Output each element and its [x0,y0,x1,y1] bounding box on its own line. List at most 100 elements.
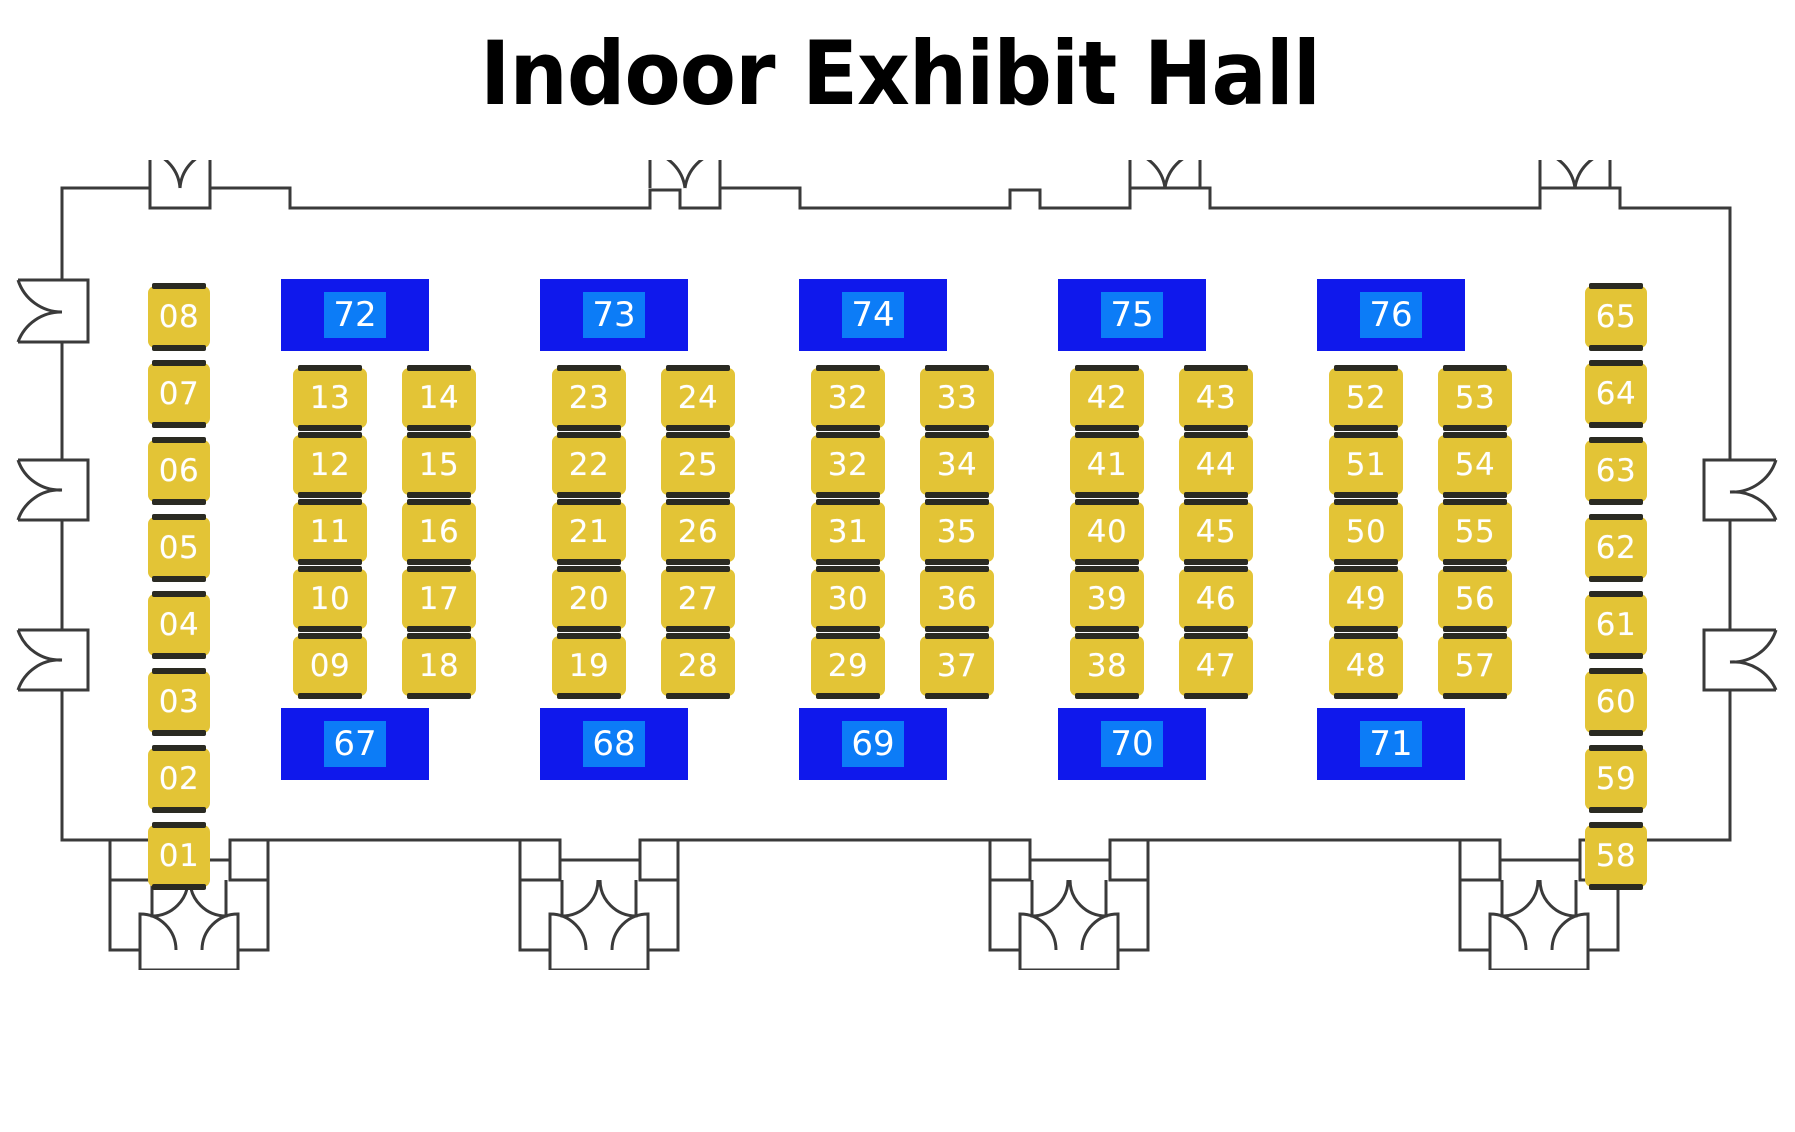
booth-number: 24 [677,379,719,416]
booth-23-g2-l0[interactable]: 23 [552,365,626,431]
booth-28-g2-r4[interactable]: 28 [661,633,735,699]
sponsor-booth-74[interactable]: 74 [799,279,947,351]
booth-13-g1-l0[interactable]: 13 [293,365,367,431]
booth-41-g4-l1[interactable]: 41 [1070,432,1144,498]
booth-58[interactable]: 58 [1585,822,1647,890]
booth-26-g2-r2[interactable]: 26 [661,499,735,565]
booth-number: 11 [309,513,351,550]
booth-14-g1-r0[interactable]: 14 [402,365,476,431]
booth-08[interactable]: 08 [148,283,210,351]
booth-29-g3-l4[interactable]: 29 [811,633,885,699]
booth-33-g3-r0[interactable]: 33 [920,365,994,431]
sponsor-booth-71[interactable]: 71 [1317,708,1465,780]
booth-53-g5-r0[interactable]: 53 [1438,365,1512,431]
booth-number: 31 [827,513,869,550]
booth-52-g5-l0[interactable]: 52 [1329,365,1403,431]
sponsor-booth-76[interactable]: 76 [1317,279,1465,351]
booth-65[interactable]: 65 [1585,283,1647,351]
booth-25-g2-r1[interactable]: 25 [661,432,735,498]
booth-number: 07 [158,375,200,412]
booth-number: 63 [1595,452,1637,489]
sponsor-number-chip: 72 [324,292,386,338]
booth-02[interactable]: 02 [148,745,210,813]
booth-24-g2-r0[interactable]: 24 [661,365,735,431]
booth-57-g5-r4[interactable]: 57 [1438,633,1512,699]
booth-38-g4-l4[interactable]: 38 [1070,633,1144,699]
sponsor-booth-67[interactable]: 67 [281,708,429,780]
booth-50-g5-l2[interactable]: 50 [1329,499,1403,565]
booth-01[interactable]: 01 [148,822,210,890]
booth-40-g4-l2[interactable]: 40 [1070,499,1144,565]
sponsor-number: 73 [592,295,636,335]
booth-59[interactable]: 59 [1585,745,1647,813]
hall-perimeter-wall [60,186,1732,862]
booth-54-g5-r1[interactable]: 54 [1438,432,1512,498]
booth-number: 38 [1086,647,1128,684]
booth-35-g3-r2[interactable]: 35 [920,499,994,565]
sponsor-booth-68[interactable]: 68 [540,708,688,780]
booth-64[interactable]: 64 [1585,360,1647,428]
booth-15-g1-r1[interactable]: 15 [402,432,476,498]
booth-37-g3-r4[interactable]: 37 [920,633,994,699]
booth-number: 59 [1595,760,1637,797]
booth-07[interactable]: 07 [148,360,210,428]
booth-20-g2-l3[interactable]: 20 [552,566,626,632]
booth-12-g1-l1[interactable]: 12 [293,432,367,498]
booth-21-g2-l2[interactable]: 21 [552,499,626,565]
booth-46-g4-r3[interactable]: 46 [1179,566,1253,632]
booth-43-g4-r0[interactable]: 43 [1179,365,1253,431]
booth-06[interactable]: 06 [148,437,210,505]
booth-16-g1-r2[interactable]: 16 [402,499,476,565]
sponsor-booth-72[interactable]: 72 [281,279,429,351]
sponsor-number: 72 [333,295,377,335]
sponsor-booth-75[interactable]: 75 [1058,279,1206,351]
booth-09-g1-l4[interactable]: 09 [293,633,367,699]
booth-number: 35 [936,513,978,550]
booth-45-g4-r2[interactable]: 45 [1179,499,1253,565]
booth-number: 37 [936,647,978,684]
booth-62[interactable]: 62 [1585,514,1647,582]
booth-18-g1-r4[interactable]: 18 [402,633,476,699]
booth-03[interactable]: 03 [148,668,210,736]
booth-47-g4-r4[interactable]: 47 [1179,633,1253,699]
booth-04[interactable]: 04 [148,591,210,659]
booth-10-g1-l3[interactable]: 10 [293,566,367,632]
booth-44-g4-r1[interactable]: 44 [1179,432,1253,498]
booth-number: 01 [158,837,200,874]
booth-05[interactable]: 05 [148,514,210,582]
booth-39-g4-l3[interactable]: 39 [1070,566,1144,632]
sponsor-number-chip: 74 [842,292,904,338]
booth-34-g3-r1[interactable]: 34 [920,432,994,498]
floorplan-walls [16,160,1778,970]
booth-63[interactable]: 63 [1585,437,1647,505]
booth-61[interactable]: 61 [1585,591,1647,659]
sponsor-booth-73[interactable]: 73 [540,279,688,351]
booth-19-g2-l4[interactable]: 19 [552,633,626,699]
booth-31-g3-l2[interactable]: 31 [811,499,885,565]
booth-32-g3-l1[interactable]: 32 [811,432,885,498]
booth-32-g3-l0[interactable]: 32 [811,365,885,431]
sponsor-number-chip: 70 [1101,721,1163,767]
booth-27-g2-r3[interactable]: 27 [661,566,735,632]
booth-22-g2-l1[interactable]: 22 [552,432,626,498]
booth-42-g4-l0[interactable]: 42 [1070,365,1144,431]
booth-30-g3-l3[interactable]: 30 [811,566,885,632]
sponsor-booth-69[interactable]: 69 [799,708,947,780]
booth-49-g5-l3[interactable]: 49 [1329,566,1403,632]
booth-56-g5-r3[interactable]: 56 [1438,566,1512,632]
booth-number: 10 [309,580,351,617]
booth-number: 52 [1345,379,1387,416]
sponsor-number-chip: 73 [583,292,645,338]
sponsor-booth-70[interactable]: 70 [1058,708,1206,780]
booth-60[interactable]: 60 [1585,668,1647,736]
booth-48-g5-l4[interactable]: 48 [1329,633,1403,699]
booth-51-g5-l1[interactable]: 51 [1329,432,1403,498]
booth-11-g1-l2[interactable]: 11 [293,499,367,565]
booth-55-g5-r2[interactable]: 55 [1438,499,1512,565]
booth-36-g3-r3[interactable]: 36 [920,566,994,632]
booth-17-g1-r3[interactable]: 17 [402,566,476,632]
booth-number: 53 [1454,379,1496,416]
booth-number: 36 [936,580,978,617]
